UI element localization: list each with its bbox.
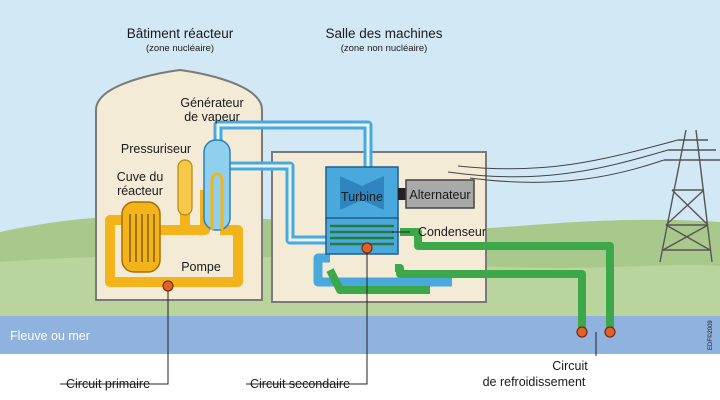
credit-label: EDF©2009 — [707, 320, 714, 350]
reactor-vessel-label-1: Cuve du — [117, 170, 164, 184]
cooling-circuit — [326, 228, 614, 330]
water-band — [0, 316, 720, 354]
alternator-label: Alternateur — [409, 188, 470, 202]
leader-lines — [60, 231, 597, 385]
water-label: Fleuve ou mer — [10, 329, 90, 343]
steam-generator-label-2: de vapeur — [184, 110, 240, 124]
pressurizer-label: Pressuriseur — [121, 142, 191, 156]
machine-hall-subtitle: (zone non nucléaire) — [341, 43, 428, 54]
pressurizer — [177, 159, 193, 216]
reactor-vessel — [121, 201, 161, 273]
cooling-circuit-label-1: Circuit — [552, 359, 588, 373]
power-lines — [447, 139, 679, 183]
cooling-valve-left — [576, 326, 588, 338]
primary-circuit-label: Circuit primaire — [66, 377, 150, 391]
secondary-valve — [361, 242, 373, 254]
turbine — [325, 166, 399, 220]
steam-generator-label-1: Générateur — [180, 96, 243, 110]
primary-valve — [162, 280, 174, 292]
condenser-label: Condenseur — [418, 225, 486, 239]
secondary-circuit-label: Circuit secondaire — [250, 377, 350, 391]
reactor-building-subtitle: (zone nucléaire) — [146, 43, 214, 54]
turbine-label: Turbine — [341, 190, 383, 204]
reactor-building-title: Bâtiment réacteur — [127, 26, 234, 41]
power-pylon — [659, 129, 720, 263]
steam-generator — [203, 139, 231, 231]
alternator — [405, 179, 475, 209]
turbine-shaft — [398, 188, 406, 200]
cooling-circuit-label-2: de refroidissement — [483, 375, 586, 389]
reactor-vessel-label-2: réacteur — [117, 184, 163, 198]
machine-hall-title: Salle des machines — [325, 26, 442, 41]
pump-label: Pompe — [181, 260, 221, 274]
cooling-valve-right — [604, 326, 616, 338]
